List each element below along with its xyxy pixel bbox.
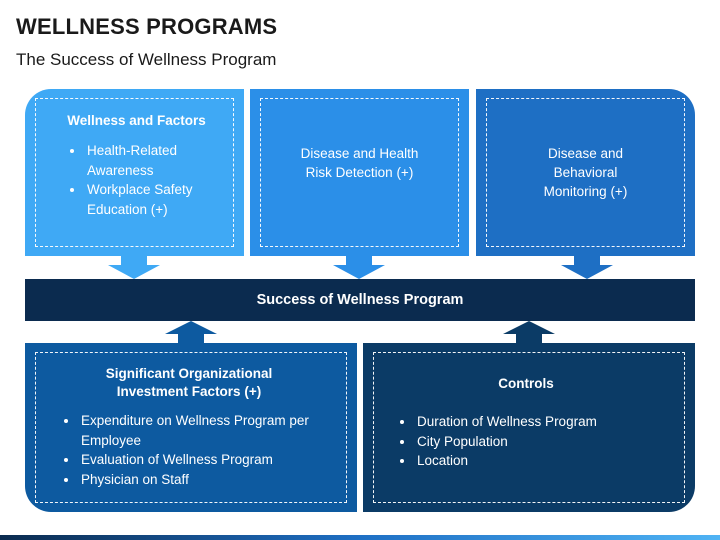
up-arrow-icon [503, 321, 555, 343]
dashed-border [260, 98, 459, 247]
list-item: Evaluation of Wellness Program [79, 450, 317, 470]
list-item: Health-Related Awareness [85, 141, 222, 180]
dashed-border [486, 98, 685, 247]
footer-gradient-bar [0, 535, 720, 540]
dashed-border [35, 352, 347, 503]
down-arrow-icon [108, 256, 160, 279]
list-item: Physician on Staff [79, 470, 317, 490]
wellness-factors-list: Health-Related Awareness Workplace Safet… [51, 141, 222, 219]
up-arrow-icon [165, 321, 217, 343]
controls-box: Controls Duration of Wellness Program Ci… [363, 343, 695, 512]
success-banner: Success of Wellness Program [25, 279, 695, 321]
disease-detection-text: Disease and Health Risk Detection (+) [300, 146, 419, 180]
list-item: Workplace Safety Education (+) [85, 180, 222, 219]
controls-heading: Controls [498, 376, 554, 391]
disease-detection-box: Disease and Health Risk Detection (+) [250, 89, 469, 256]
list-item: Expenditure on Wellness Program per Empl… [79, 411, 317, 450]
wellness-factors-box: Wellness and Factors Health-Related Awar… [25, 89, 244, 256]
list-item: City Population [415, 432, 655, 452]
page-subtitle: The Success of Wellness Program [16, 50, 277, 69]
investment-factors-box: Significant Organizational Investment Fa… [25, 343, 357, 512]
down-arrow-icon [561, 256, 613, 279]
list-item: Location [415, 451, 655, 471]
wellness-factors-heading: Wellness and Factors [67, 113, 206, 128]
disease-monitoring-box: Disease and Behavioral Monitoring (+) [476, 89, 695, 256]
down-arrow-icon [333, 256, 385, 279]
investment-factors-list: Expenditure on Wellness Program per Empl… [61, 411, 317, 489]
dashed-border [373, 352, 685, 503]
dashed-border [35, 98, 234, 247]
disease-monitoring-text: Disease and Behavioral Monitoring (+) [543, 146, 628, 199]
page-title: WELLNESS PROGRAMS [16, 14, 278, 39]
controls-list: Duration of Wellness Program City Popula… [397, 412, 655, 471]
investment-factors-heading: Significant Organizational Investment Fa… [105, 366, 273, 399]
list-item: Duration of Wellness Program [415, 412, 655, 432]
